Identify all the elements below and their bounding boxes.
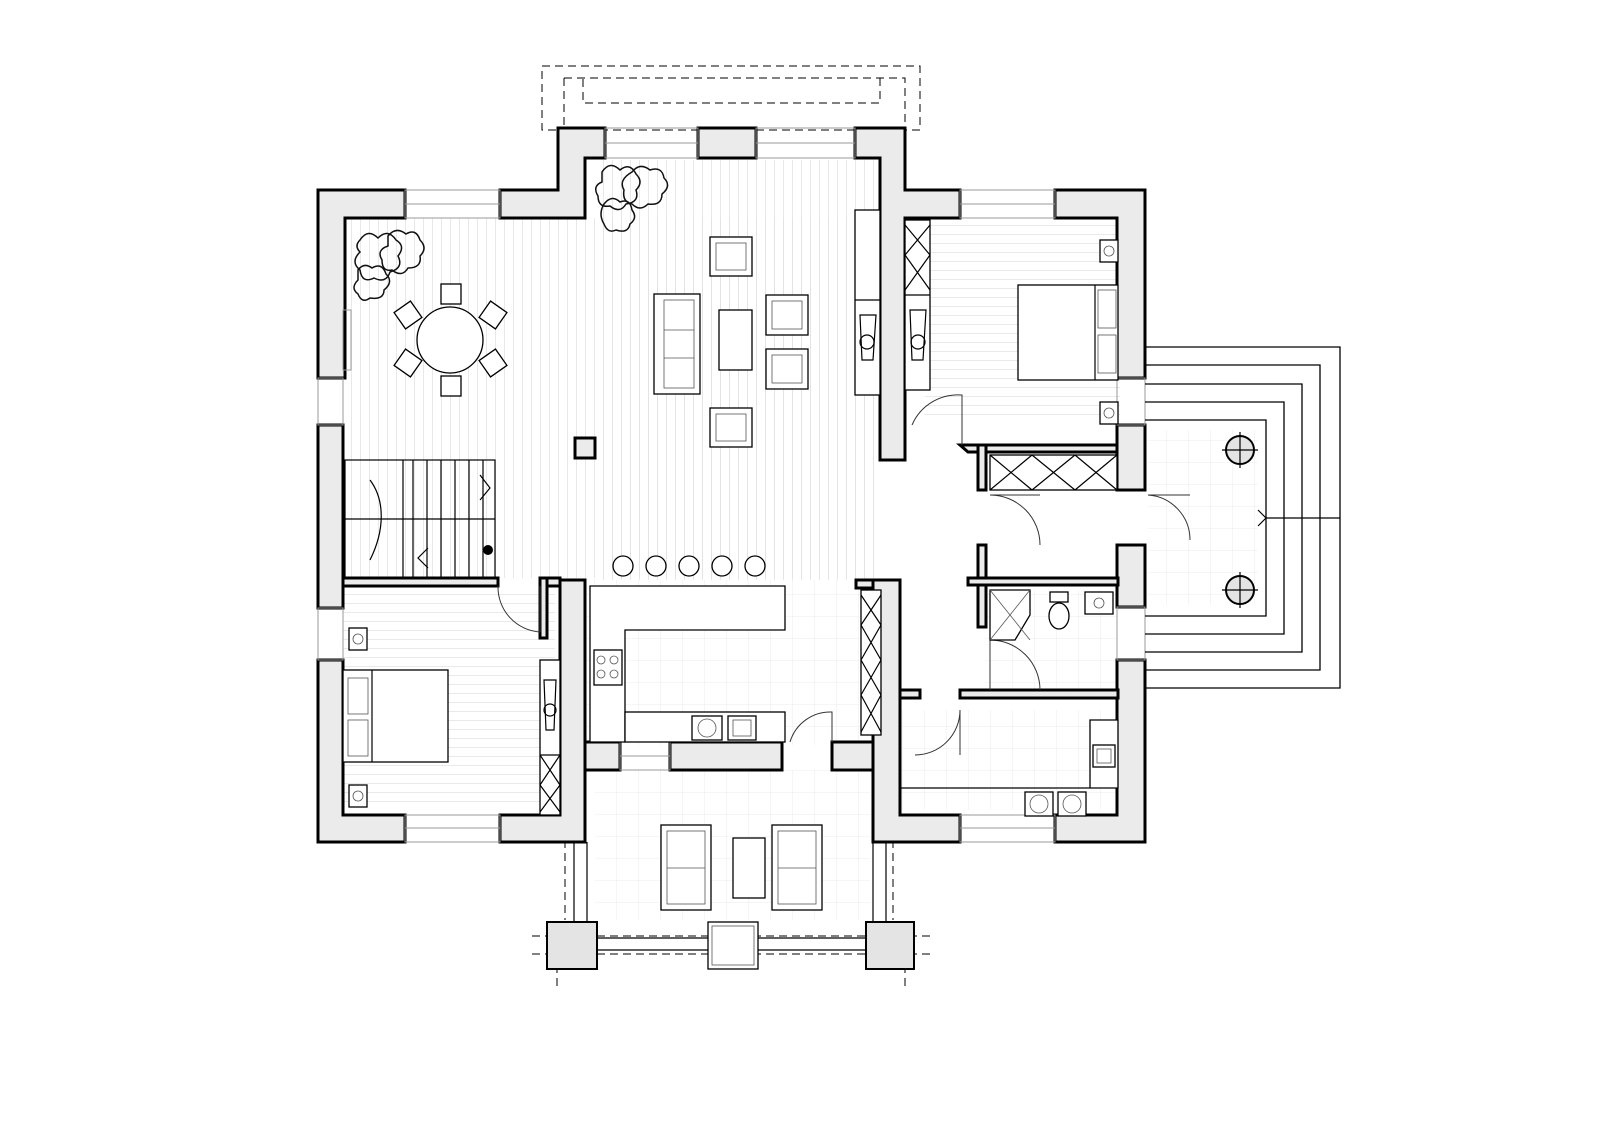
staircase [344, 459, 496, 579]
porch [546, 842, 915, 970]
plants [353, 164, 669, 301]
storage-units [854, 209, 931, 396]
interior-walls [341, 436, 1120, 700]
living-furniture [653, 236, 809, 448]
kitchen [589, 555, 882, 743]
windows [317, 127, 1146, 843]
top-bay-roof-outline [541, 65, 921, 131]
doors [497, 394, 1191, 756]
exterior-walls [316, 126, 1147, 844]
hall-and-bath [989, 454, 1118, 641]
porch-furniture [660, 824, 823, 911]
entrance-steps [1145, 346, 1341, 689]
bedroom-bottom-left [342, 627, 561, 816]
dining-table [393, 283, 508, 397]
bedroom-top-right [1017, 239, 1119, 425]
utility-room [900, 719, 1119, 817]
